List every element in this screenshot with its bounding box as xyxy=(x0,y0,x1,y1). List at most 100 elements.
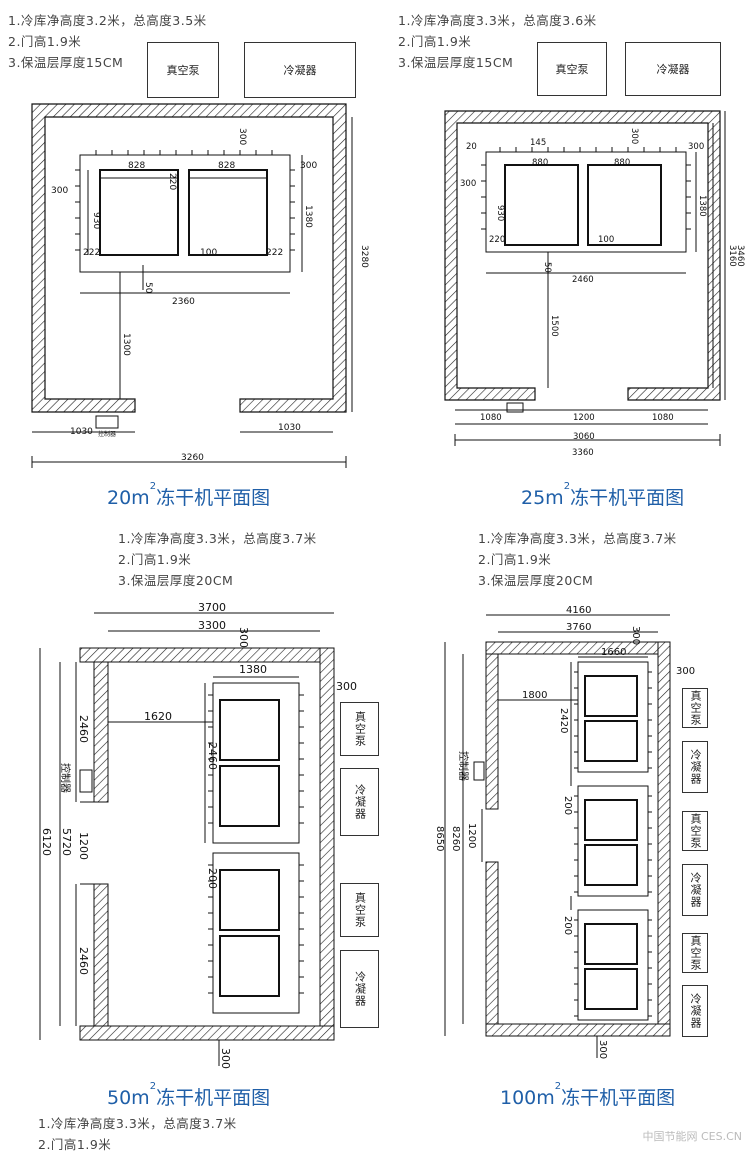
dim-label: 4160 xyxy=(566,605,591,616)
equipment-box: 冷凝器 xyxy=(682,741,708,793)
dim-label: 1080 xyxy=(652,413,674,423)
dim-label: 300 xyxy=(219,1048,232,1069)
equipment-box: 真空泵 xyxy=(682,688,708,728)
dim-label: 300 xyxy=(688,142,704,152)
dim-label: 2460 xyxy=(206,742,219,770)
wall xyxy=(79,647,335,663)
wall xyxy=(93,661,109,803)
shelf-unit xyxy=(188,169,268,256)
watermark: 中国节能网 CES.CN xyxy=(642,1130,742,1143)
dim-label: 300 xyxy=(237,627,250,648)
dim-label: 222 xyxy=(83,248,100,258)
dim-label: 222 xyxy=(266,248,283,258)
control-box xyxy=(506,402,524,413)
rack-frame xyxy=(212,852,300,1014)
dim-label: 300 xyxy=(300,161,317,171)
dim-label: 1200 xyxy=(466,823,477,848)
equipment-box: 真空泵 xyxy=(682,933,708,973)
dim-label: 828 xyxy=(128,161,145,171)
dim-label: 50 xyxy=(143,282,153,294)
dim-label: 3260 xyxy=(181,453,204,463)
equipment-box: 冷凝器 xyxy=(682,864,708,916)
notes-20: 1.冷库净高度3.2米，总高度3.5米 2.门高1.9米 3.保温层厚度15CM xyxy=(8,10,207,73)
shelf-unit xyxy=(504,164,579,246)
caption-100: 100m2冻干机平面图 xyxy=(500,1081,676,1110)
dim-label: 2420 xyxy=(558,708,569,733)
equipment-box: 冷凝器 xyxy=(340,950,379,1028)
dim-label: 300 xyxy=(630,626,641,645)
control-label: 控制器 xyxy=(98,430,116,438)
note-line: 3.保温层厚度15CM xyxy=(8,55,124,70)
caption-sup: 2 xyxy=(554,1081,562,1092)
shelf-unit xyxy=(219,699,280,761)
dim-label: 1800 xyxy=(522,690,547,701)
dim-label: 3060 xyxy=(573,432,595,442)
dim-label: 220 xyxy=(167,173,177,190)
equipment-box: 冷凝器 xyxy=(244,42,356,98)
dim-label: 3300 xyxy=(198,619,226,632)
note-line: 1.冷库净高度3.3米，总高度3.7米 xyxy=(118,531,317,546)
dim-label: 1500 xyxy=(549,315,559,337)
dim-label: 300 xyxy=(597,1040,608,1059)
dim-label: 300 xyxy=(676,666,695,677)
dim-label: 6120 xyxy=(40,828,53,856)
caption-num: 50m xyxy=(107,1087,150,1109)
control-label: 控制器 xyxy=(59,763,72,793)
control-label: 控制器 xyxy=(457,751,470,781)
dim-label: 220 xyxy=(489,235,505,245)
rack-teeth xyxy=(574,671,652,1017)
dim-label: 2460 xyxy=(77,715,90,743)
plan-20 xyxy=(31,103,353,468)
wall xyxy=(485,861,499,1025)
note-line: 2.门高1.9米 xyxy=(118,552,192,567)
caption-text: 冻干机平面图 xyxy=(570,487,685,509)
wall xyxy=(485,653,499,810)
caption-num: 25m xyxy=(521,487,564,509)
shelf-unit xyxy=(584,720,638,762)
notes-bottom: 1.冷库净高度3.3米，总高度3.7米 2.门高1.9米 xyxy=(38,1113,237,1155)
rack-teeth xyxy=(208,694,304,994)
shelf-unit xyxy=(584,968,638,1010)
dim-label: 100 xyxy=(598,235,614,245)
note-line: 3.保温层厚度20CM xyxy=(118,573,234,588)
note-line: 1.冷库净高度3.3米，总高度3.7米 xyxy=(478,531,677,546)
wall xyxy=(485,641,671,655)
caption-num: 100m xyxy=(500,1087,555,1109)
control-box xyxy=(79,769,93,793)
rack-frame xyxy=(577,661,649,773)
equipment-box: 冷凝器 xyxy=(340,768,379,836)
caption-text: 冻干机平面图 xyxy=(156,487,271,509)
dim-label: 145 xyxy=(530,138,546,148)
shelf-unit xyxy=(584,675,638,717)
note-line: 3.保温层厚度20CM xyxy=(478,573,594,588)
dim-label: 1030 xyxy=(70,427,93,437)
wall xyxy=(319,647,335,1041)
caption-sup: 2 xyxy=(563,481,571,492)
equipment-box: 冷凝器 xyxy=(625,42,721,96)
caption-text: 冻干机平面图 xyxy=(561,1087,676,1109)
caption-25: 25m2冻干机平面图 xyxy=(521,481,685,510)
shelf-unit xyxy=(584,923,638,965)
rack-frame xyxy=(485,151,687,253)
rack-frame xyxy=(577,909,649,1021)
control-box xyxy=(95,415,119,429)
shelf-unit xyxy=(219,935,280,997)
note-line: 2.门高1.9米 xyxy=(398,34,472,49)
dim-label: 1200 xyxy=(77,832,90,860)
notes-50: 1.冷库净高度3.3米，总高度3.7米 2.门高1.9米 3.保温层厚度20CM xyxy=(118,528,317,591)
dim-label: 200 xyxy=(206,868,219,889)
shelf-unit xyxy=(587,164,662,246)
caption-text: 冻干机平面图 xyxy=(156,1087,271,1109)
rack-teeth xyxy=(481,147,691,230)
rack-frame xyxy=(79,154,291,273)
rack-frame xyxy=(577,785,649,897)
caption-50: 50m2冻干机平面图 xyxy=(107,1081,271,1110)
dim-label: 1380 xyxy=(697,195,707,217)
shelf-unit xyxy=(584,799,638,841)
dim-label: 300 xyxy=(51,186,68,196)
equipment-box: 真空泵 xyxy=(340,883,379,937)
note-line: 1.冷库净高度3.3米，总高度3.6米 xyxy=(398,13,597,28)
dim-label: 300 xyxy=(237,128,247,145)
dim-label: 3760 xyxy=(566,622,591,633)
